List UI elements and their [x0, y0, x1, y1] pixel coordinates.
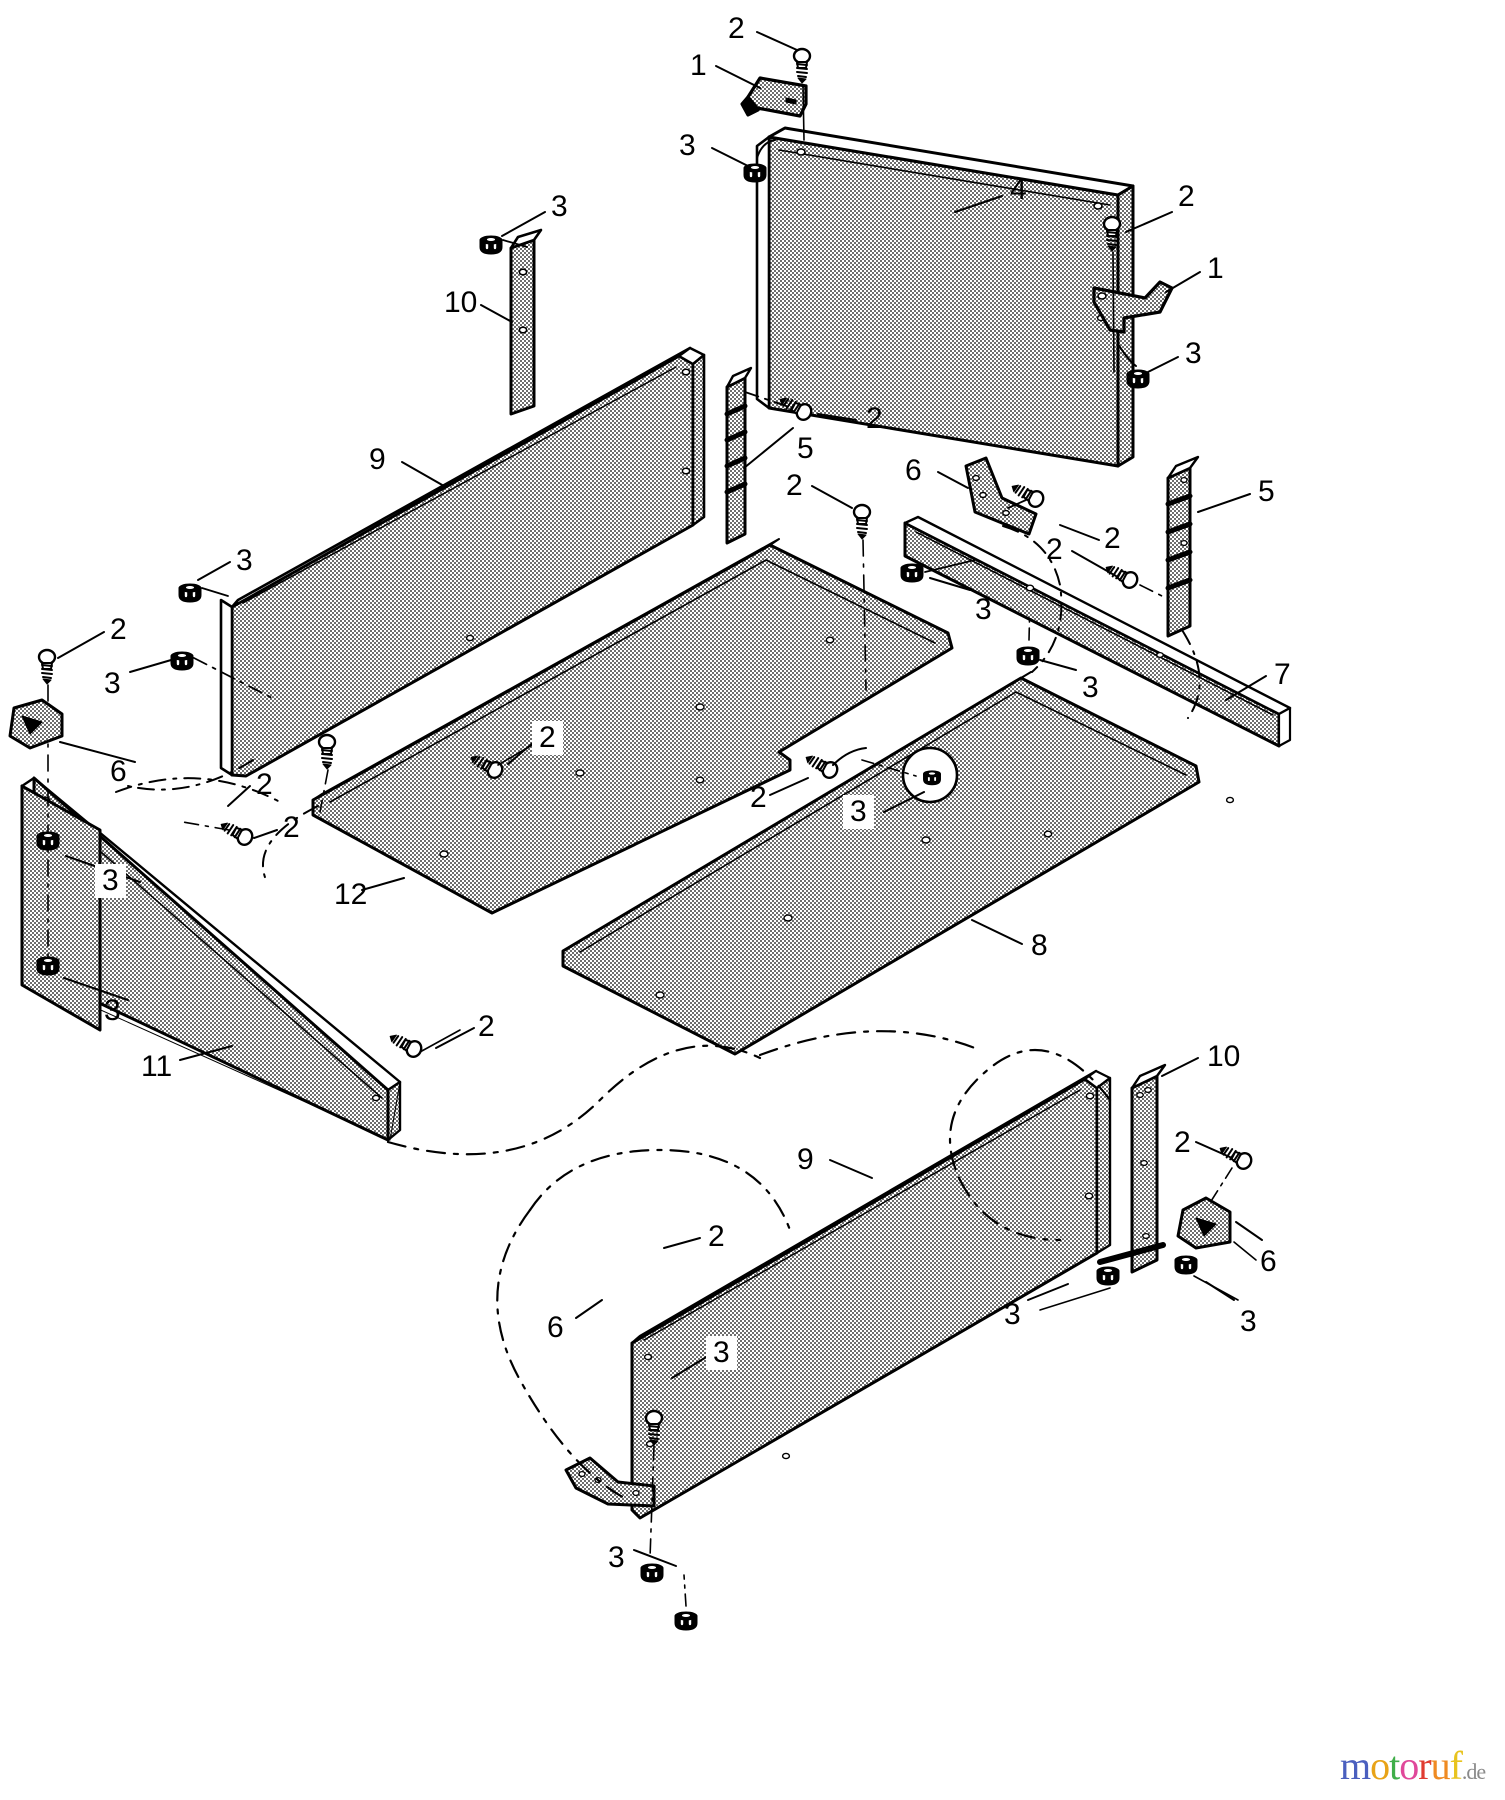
callout-c18: 3 [975, 593, 992, 626]
part-11-left-wall [20, 784, 102, 1032]
part-3-nut-rail [899, 562, 925, 584]
callout-c26: 2 [283, 811, 300, 844]
part-3-nut-panel11-mid [35, 830, 61, 852]
part-1-corner-bracket-hook-top [740, 76, 808, 118]
callout-c35: 2 [478, 1010, 495, 1043]
callout-c03: 3 [679, 129, 696, 162]
callout-c37: 2 [1174, 1126, 1191, 1159]
callout-c02: 1 [690, 49, 707, 82]
part-9-side-panel-lower [630, 1069, 1112, 1520]
part-8-floor-panel-right [561, 671, 1235, 1056]
part-12-floor-panel-left [311, 538, 954, 915]
callout-c21: 3 [236, 544, 253, 577]
callout-c44: 3 [706, 1336, 737, 1370]
watermark-letter: r [1418, 1743, 1431, 1788]
callout-c09: 10 [444, 286, 478, 319]
part-4-front-panel [755, 126, 1135, 468]
callout-c17: 5 [1258, 475, 1275, 508]
callout-c40: 3 [1004, 1298, 1021, 1331]
watermark-letter: u [1430, 1743, 1451, 1788]
watermark-suffix: .de [1461, 1759, 1486, 1784]
callout-c16: 2 [1046, 533, 1063, 566]
callout-c05: 2 [1178, 180, 1195, 213]
callout-c45: 3 [608, 1541, 625, 1574]
callout-c19: 3 [1082, 671, 1099, 704]
part-3-nut-panel9-upper-2 [169, 650, 195, 672]
callout-c28: 2 [532, 721, 563, 755]
callout-c14: 6 [905, 454, 922, 487]
callout-c08: 3 [551, 190, 568, 223]
part-7-long-rail [903, 515, 1292, 748]
callout-c15: 2 [1104, 522, 1121, 555]
watermark-letter: t [1389, 1743, 1400, 1788]
part-3-nut-post-lower-a [1095, 1265, 1121, 1287]
watermark-letter: m [1340, 1743, 1371, 1788]
part-3-nut-post-upper [478, 234, 504, 256]
callout-c24: 6 [110, 755, 127, 788]
part-5-hinge-strip-right [1165, 455, 1200, 638]
callout-c42: 2 [708, 1220, 725, 1253]
callout-c23: 3 [104, 667, 121, 700]
callout-c39: 6 [1260, 1245, 1277, 1278]
callout-c36: 10 [1207, 1040, 1241, 1073]
callout-c25: 2 [256, 768, 273, 801]
watermark-letter: f [1449, 1743, 1463, 1788]
part-3-nut-lower-bottom [673, 1610, 699, 1632]
callout-c32: 8 [1031, 929, 1048, 962]
part-3-nut-part8 [1015, 645, 1041, 667]
callout-c13: 2 [786, 469, 803, 502]
watermark-letter: o [1399, 1743, 1419, 1788]
part-9-side-panel-upper [219, 346, 706, 778]
callout-c29: 12 [334, 878, 368, 911]
post-cross-pin [1097, 1242, 1166, 1265]
callout-c31: 3 [843, 795, 874, 829]
callout-c38: 9 [797, 1143, 814, 1176]
callout-c33: 3 [104, 994, 121, 1027]
callout-c12: 5 [797, 432, 814, 465]
part-3-nut-lower-left [639, 1562, 665, 1584]
part-5-hinge-strip-center [724, 366, 753, 545]
callout-c43: 6 [547, 1311, 564, 1344]
callout-c11: 2 [866, 402, 883, 435]
detail-circle-part8 [901, 746, 959, 804]
callout-c01: 2 [728, 12, 745, 45]
callout-c07: 3 [1185, 337, 1202, 370]
callout-c10: 9 [369, 443, 386, 476]
callout-c06: 1 [1207, 252, 1224, 285]
callout-c30: 2 [750, 781, 767, 814]
part-6-angle-bracket-lower-right [1176, 1196, 1232, 1250]
part-3-nut-panel9-upper [177, 582, 203, 604]
part-6-angle-bracket-left [8, 698, 64, 750]
callout-c34: 11 [141, 1050, 173, 1083]
callout-c27: 3 [95, 864, 126, 898]
part-3-nut-post-lower-b [1173, 1254, 1199, 1276]
part-3-nut-top-right [1125, 368, 1151, 390]
motoruf-watermark: motoruf.de [1340, 1743, 1486, 1788]
part-6-angle-bracket-center [964, 456, 1038, 536]
callout-c41: 3 [1240, 1305, 1257, 1338]
callout-c04: 4 [1010, 173, 1027, 206]
part-3-nut-panel11-bottom [35, 955, 61, 977]
callout-c20: 7 [1274, 658, 1291, 691]
part-10-vertical-post-upper [509, 228, 543, 416]
callout-c22: 2 [110, 613, 127, 646]
watermark-letter: o [1370, 1743, 1390, 1788]
part-10-vertical-post-lower [1130, 1063, 1167, 1274]
